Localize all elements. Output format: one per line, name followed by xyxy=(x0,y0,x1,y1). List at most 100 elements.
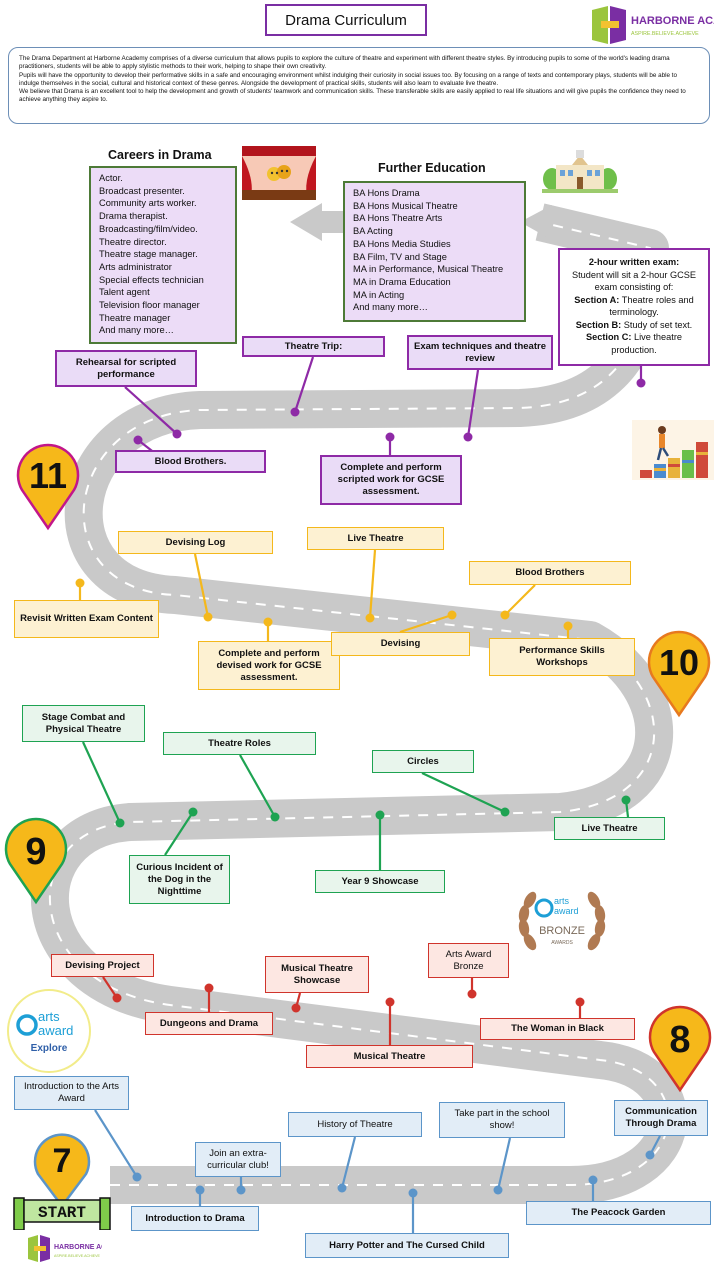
section-b-text: Study of set text. xyxy=(621,319,693,330)
list-item: MA in Performance, Musical Theatre xyxy=(353,264,504,275)
explore-badge-award: award xyxy=(38,1023,73,1038)
year10-devising-log: Devising Log xyxy=(118,531,273,554)
exam-section-c: Section C: Live theatre production. xyxy=(564,331,704,356)
list-item: BA Hons Theatre Arts xyxy=(353,213,443,224)
year-9-label: 9 xyxy=(25,831,46,873)
year11-blood-brothers: Blood Brothers. xyxy=(115,450,266,473)
list-item: And many more… xyxy=(353,302,428,313)
year7-intro-arts-award: Introduction to the Arts Award xyxy=(14,1076,129,1110)
year-7-label: 7 xyxy=(53,1142,72,1180)
start-sign: START xyxy=(13,1197,111,1230)
list-item: BA Hons Musical Theatre xyxy=(353,200,458,211)
year-7-marker: 7 xyxy=(33,1133,91,1209)
year8-devising-project: Devising Project xyxy=(51,954,154,977)
year7-harry-potter: Harry Potter and The Cursed Child xyxy=(305,1233,509,1258)
year7-extracurricular: Join an extra-curricular club! xyxy=(195,1142,281,1177)
theatre-stage-illustration xyxy=(242,146,316,200)
year7-communication: Communication Through Drama xyxy=(614,1100,708,1136)
intro-paragraph: The Drama Department at Harborne Academy… xyxy=(19,55,670,71)
university-building-illustration xyxy=(542,150,618,193)
exam-section-a: Section A: Theatre roles and terminology… xyxy=(564,294,704,319)
section-b-label: Section B: xyxy=(575,319,622,330)
exam-title: 2-hour written exam: xyxy=(588,257,680,267)
year8-arts-award-bronze: Arts Award Bronze xyxy=(428,943,509,978)
list-item: MA in Acting xyxy=(353,289,405,300)
list-item: Broadcast presenter. xyxy=(99,185,185,196)
year11-exam-techniques: Exam techniques and theatre review xyxy=(407,335,553,370)
list-item: BA Hons Media Studies xyxy=(353,238,451,249)
logo-text: HARBORNE ACADEMY xyxy=(631,15,714,27)
year10-performance-skills: Performance Skills Workshops xyxy=(489,638,635,676)
section-c-text: Live theatre production. xyxy=(611,332,682,355)
section-a-text: Theatre roles and terminology. xyxy=(609,294,694,318)
list-item: Broadcasting/film/video. xyxy=(99,223,198,234)
list-item: BA Acting xyxy=(353,226,393,237)
year7-intro-drama: Introduction to Drama xyxy=(131,1206,259,1231)
year11-rehearsal: Rehearsal for scripted performance xyxy=(55,350,197,387)
exam-intro: Student will sit a 2-hour GCSE exam cons… xyxy=(571,269,697,293)
section-c-label: Section C: xyxy=(585,332,632,342)
page-title: Drama Curriculum xyxy=(265,4,427,36)
year-9-marker: 9 xyxy=(4,817,68,905)
year-8-marker: 8 xyxy=(648,1005,712,1093)
year9-stage-combat: Stage Combat and Physical Theatre xyxy=(22,705,145,742)
year10-revisit-exam: Revisit Written Exam Content xyxy=(14,600,159,638)
arts-award-explore-badge: arts award Explore xyxy=(7,989,91,1073)
year7-history-theatre: History of Theatre xyxy=(288,1112,422,1137)
bronze-badge-arts: arts xyxy=(554,896,570,906)
list-item: Arts administrator xyxy=(99,261,172,272)
year-10-label: 10 xyxy=(659,642,699,683)
list-item: Drama therapist. xyxy=(99,211,168,222)
list-item: MA in Drama Education xyxy=(353,276,451,287)
intro-panel: The Drama Department at Harborne Academy… xyxy=(8,47,710,124)
intro-paragraph: Pupils will have the opportunity to deve… xyxy=(19,71,678,87)
year10-live-theatre: Live Theatre xyxy=(307,527,444,550)
list-item: And many more… xyxy=(99,325,174,336)
year-8-label: 8 xyxy=(669,1019,690,1061)
list-item: Actor. xyxy=(99,173,123,183)
year9-theatre-roles: Theatre Roles xyxy=(163,732,316,755)
year8-musical-showcase: Musical Theatre Showcase xyxy=(265,956,369,993)
logo-text: HARBORNE ACADEMY xyxy=(54,1244,102,1251)
list-item: Television floor manager xyxy=(99,300,200,311)
list-item: Theatre director. xyxy=(99,236,167,247)
year9-live-theatre: Live Theatre xyxy=(554,817,665,840)
list-item: Community arts worker. xyxy=(99,198,197,209)
list-item: Talent agent xyxy=(99,287,150,298)
further-education-heading: Further Education xyxy=(378,161,486,175)
start-label: START xyxy=(38,1204,86,1222)
year10-devised-work: Complete and perform devised work for GC… xyxy=(198,641,340,690)
year7-school-show: Take part in the school show! xyxy=(439,1102,565,1138)
bronze-badge-award: award xyxy=(554,906,579,916)
careers-heading: Careers in Drama xyxy=(108,148,212,162)
bronze-badge-sub: AWARDS xyxy=(551,940,573,946)
year8-dungeons-drama: Dungeons and Drama xyxy=(145,1012,273,1035)
year-11-label: 11 xyxy=(29,455,67,496)
explore-badge-arts: arts xyxy=(38,1009,60,1024)
careers-list: Actor. Broadcast presenter. Community ar… xyxy=(89,166,237,344)
year9-showcase: Year 9 Showcase xyxy=(315,870,445,893)
list-item: BA Film, TV and Stage xyxy=(353,251,447,262)
year10-devising: Devising xyxy=(331,632,470,656)
list-item: BA Hons Drama xyxy=(353,188,420,198)
logo-tagline: ASPIRE.BELIEVE.ACHIEVE xyxy=(54,1254,101,1258)
year7-peacock-garden: The Peacock Garden xyxy=(526,1201,711,1225)
year-10-marker: 10 xyxy=(647,630,711,718)
harborne-academy-logo: HARBORNE ACADEMY ASPIRE.BELIEVE.ACHIEVE xyxy=(592,6,714,44)
exam-note: 2-hour written exam: Student will sit a … xyxy=(558,248,710,366)
explore-badge-level: Explore xyxy=(31,1043,68,1054)
year9-circles: Circles xyxy=(372,750,474,773)
section-a-label: Section A: xyxy=(574,294,620,305)
list-item: Special effects technician xyxy=(99,274,204,285)
list-item: Theatre manager xyxy=(99,312,171,323)
arts-award-bronze-badge: arts award BRONZE AWARDS xyxy=(518,891,606,951)
year8-musical-theatre: Musical Theatre xyxy=(306,1045,473,1068)
bronze-badge-level: BRONZE xyxy=(539,925,585,937)
year11-scripted-work: Complete and perform scripted work for G… xyxy=(320,455,462,505)
harborne-academy-logo-bottom: HARBORNE ACADEMY ASPIRE.BELIEVE.ACHIEVE xyxy=(18,1232,102,1278)
books-stairs-illustration xyxy=(632,420,714,480)
exam-section-b: Section B: Study of set text. xyxy=(564,319,704,332)
further-education-list: BA Hons Drama BA Hons Musical Theatre BA… xyxy=(343,181,526,322)
year-11-marker: 11 xyxy=(16,443,80,531)
